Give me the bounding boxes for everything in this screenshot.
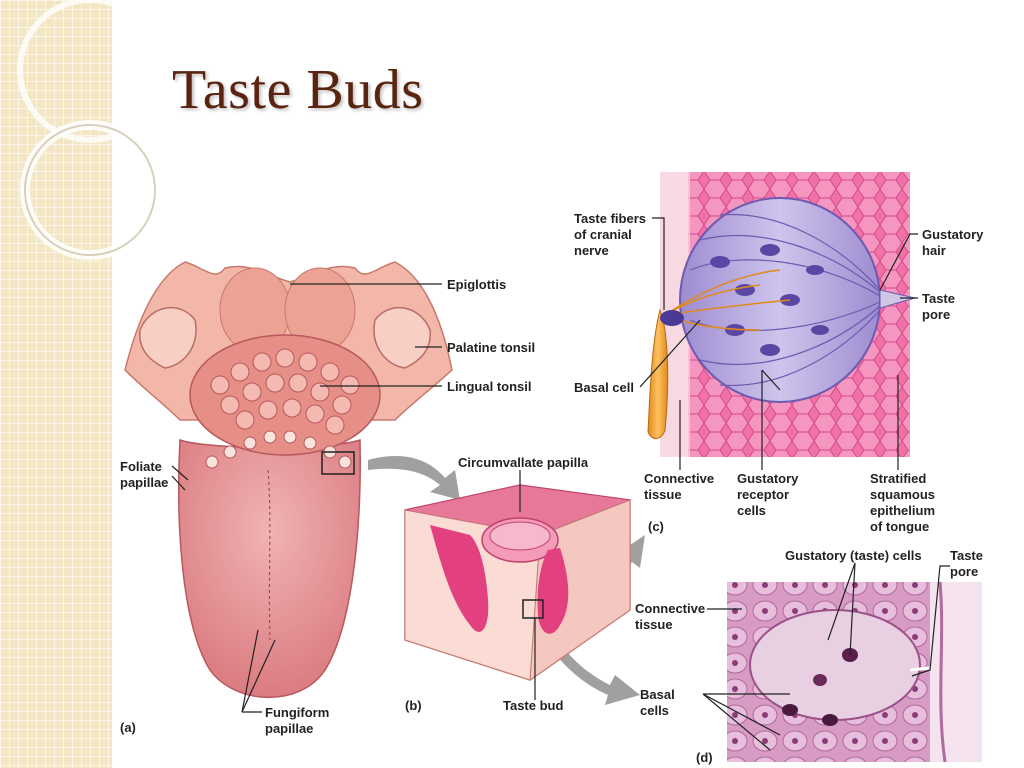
label-connective-tissue-c: Connective tissue	[644, 471, 715, 502]
label-gustatory-receptor-cells: Gustatory receptor cells	[737, 471, 799, 518]
slide-title: Taste Buds	[172, 59, 424, 121]
label-gustatory-taste-cells: Gustatory (taste) cells	[785, 548, 922, 563]
label-basal-cell: Basal cell	[574, 380, 634, 395]
label-foliate-papillae: Foliate papillae	[120, 459, 169, 490]
label-basal-cells: Basal cells	[640, 687, 675, 718]
panel-label-b: (b)	[405, 698, 422, 713]
sidebar-rings	[17, 0, 163, 260]
label-taste-pore-d: Taste pore	[950, 548, 983, 579]
leader-lines-c	[639, 217, 918, 470]
label-taste-fibers: Taste fibers of cranial nerve	[574, 211, 647, 258]
leader-lines-a	[171, 283, 442, 713]
tongue-illustration	[124, 261, 453, 699]
leader-lines-d	[702, 562, 950, 751]
label-connective-tissue-d: Connective tissue	[635, 601, 706, 632]
label-stratified-epithelium: Stratified squamous epithelium of tongue	[870, 471, 936, 534]
papilla-block-illustration	[404, 484, 632, 682]
label-circumvallate-papilla: Circumvallate papilla	[458, 455, 589, 470]
panel-label-a: (a)	[120, 720, 136, 735]
label-epiglottis: Epiglottis	[447, 277, 507, 292]
label-taste-bud: Taste bud	[503, 698, 564, 713]
panel-label-c: (c)	[648, 519, 664, 534]
label-taste-pore-c: Taste pore	[922, 291, 955, 322]
label-fungiform-papillae: Fungiform papillae	[265, 705, 330, 736]
leader-lines-b	[519, 470, 536, 700]
micrograph-image	[727, 581, 982, 763]
label-lingual-tonsil: Lingual tonsil	[447, 379, 532, 394]
taste-bud-illustration	[647, 172, 916, 457]
panel-label-d: (d)	[696, 750, 713, 765]
label-palatine-tonsil: Palatine tonsil	[447, 340, 536, 355]
label-gustatory-hair: Gustatory hair	[922, 227, 984, 258]
